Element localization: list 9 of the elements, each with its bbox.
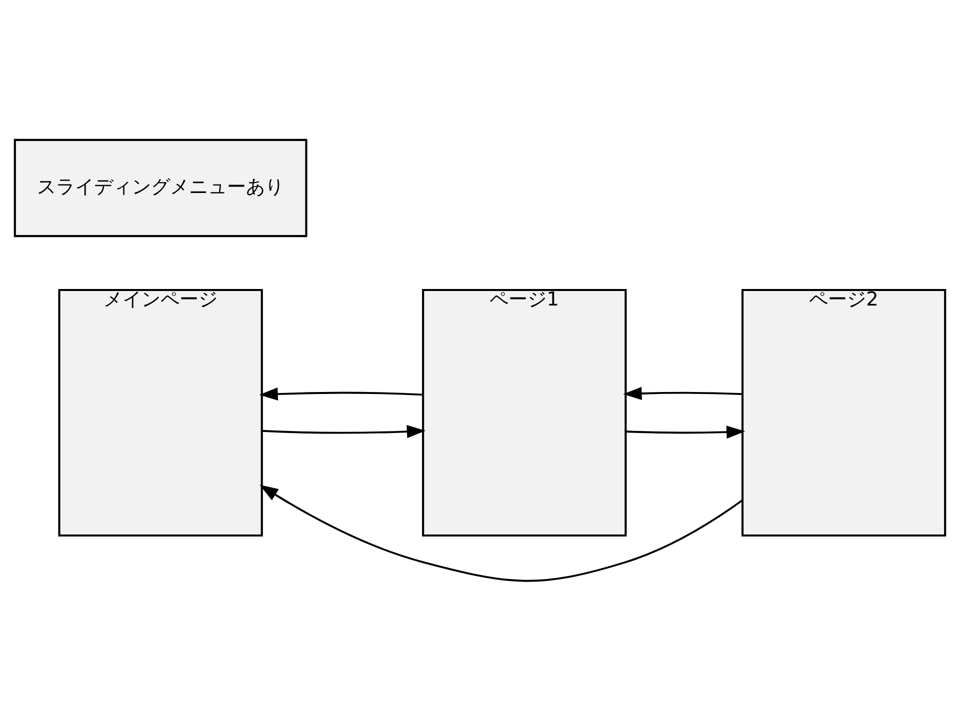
node-box: スライディングメニューあり <box>14 138 308 237</box>
arrow <box>626 425 746 438</box>
arrow <box>259 386 423 400</box>
node-box: ページ1 <box>422 288 627 536</box>
arrow <box>623 386 742 400</box>
node-box: メインページ <box>58 288 263 536</box>
node-box: ページ2 <box>741 288 946 536</box>
arrow <box>260 484 743 582</box>
arrow <box>262 424 426 438</box>
